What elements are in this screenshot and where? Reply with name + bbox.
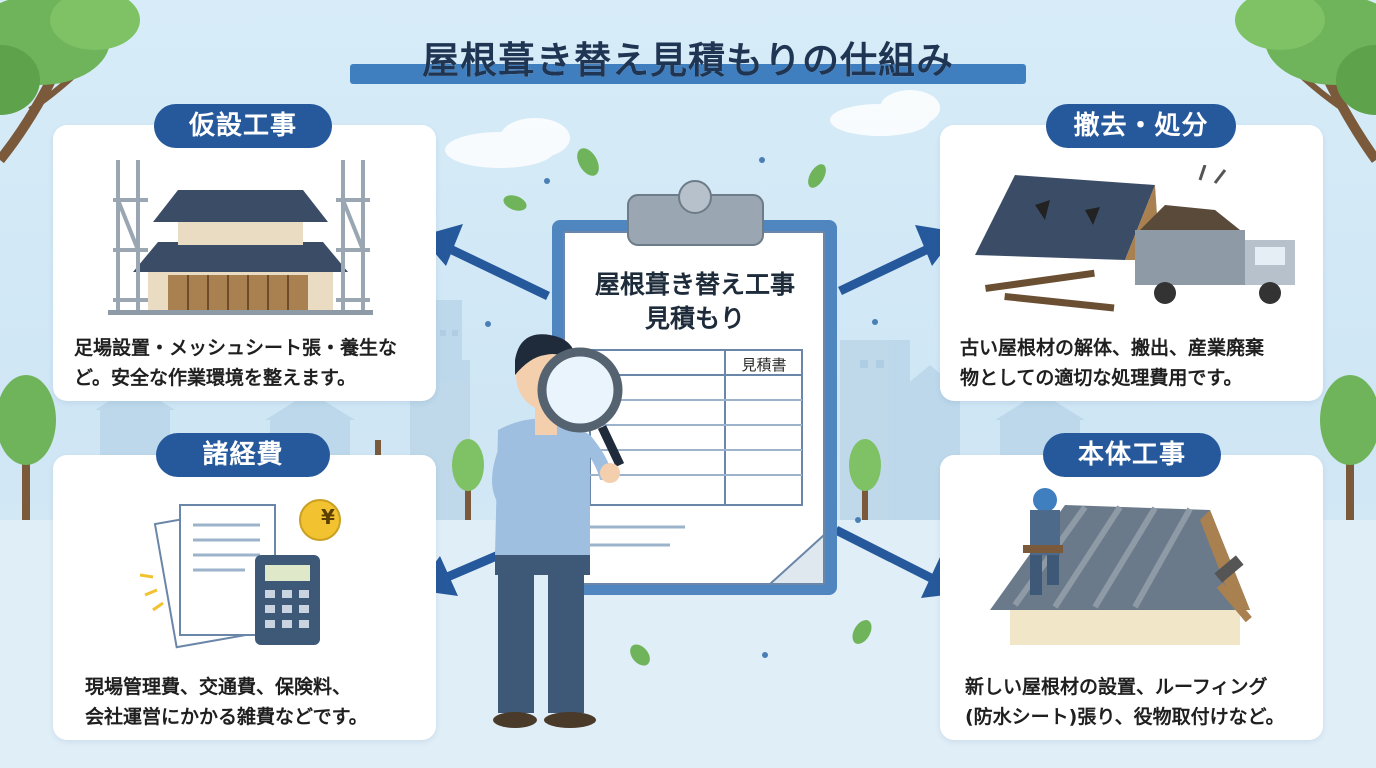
page-title: 屋根葺き替え見積もりの仕組み — [350, 30, 1026, 84]
text-expenses-line2: 会社運営にかかる雑費などです。 — [85, 706, 368, 728]
clipboard-title-line2: 見積もり — [644, 304, 745, 333]
label-removal-disposal: 撤去・処分 — [1046, 104, 1236, 148]
label-main-work: 本体工事 — [1043, 433, 1221, 477]
text-temporary-line2: ど。安全な作業環境を整えます。 — [74, 367, 357, 389]
page-title-text: 屋根葺き替え見積もりの仕組み — [416, 39, 960, 82]
clipboard-person-illustration — [492, 180, 837, 728]
scaffolding-house-illustration — [108, 160, 373, 315]
text-main-line1: 新しい屋根材の設置、ルーフィング — [965, 676, 1268, 698]
yen-symbol: ¥ — [321, 505, 335, 529]
text-removal-line2: 物としての適切な処理費用です。 — [960, 367, 1243, 389]
title-underline-bar — [350, 64, 1026, 84]
roofer-illustration — [990, 488, 1252, 645]
label-temporary-work: 仮設工事 — [154, 104, 332, 148]
text-temporary-line1: 足場設置・メッシュシート張・養生な — [74, 337, 398, 359]
label-expenses: 諸経費 — [156, 433, 330, 477]
documents-calculator-illustration — [139, 499, 341, 649]
clipboard-title-line1: 屋根葺き替え工事 — [594, 270, 795, 299]
text-expenses-line1: 現場管理費、交通費、保険料、 — [85, 676, 352, 698]
text-main-line2: (防水シート)張り、役物取付けなど。 — [965, 706, 1285, 728]
text-removal-line1: 古い屋根材の解体、搬出、産業廃棄 — [960, 337, 1265, 359]
demolition-truck-illustration — [975, 165, 1295, 312]
title-block: 屋根葺き替え見積もりの仕組み — [350, 30, 1026, 90]
estimate-sheet-label: 見積書 — [741, 356, 787, 374]
clipboard-title: 屋根葺き替え工事 見積もり — [570, 268, 820, 336]
